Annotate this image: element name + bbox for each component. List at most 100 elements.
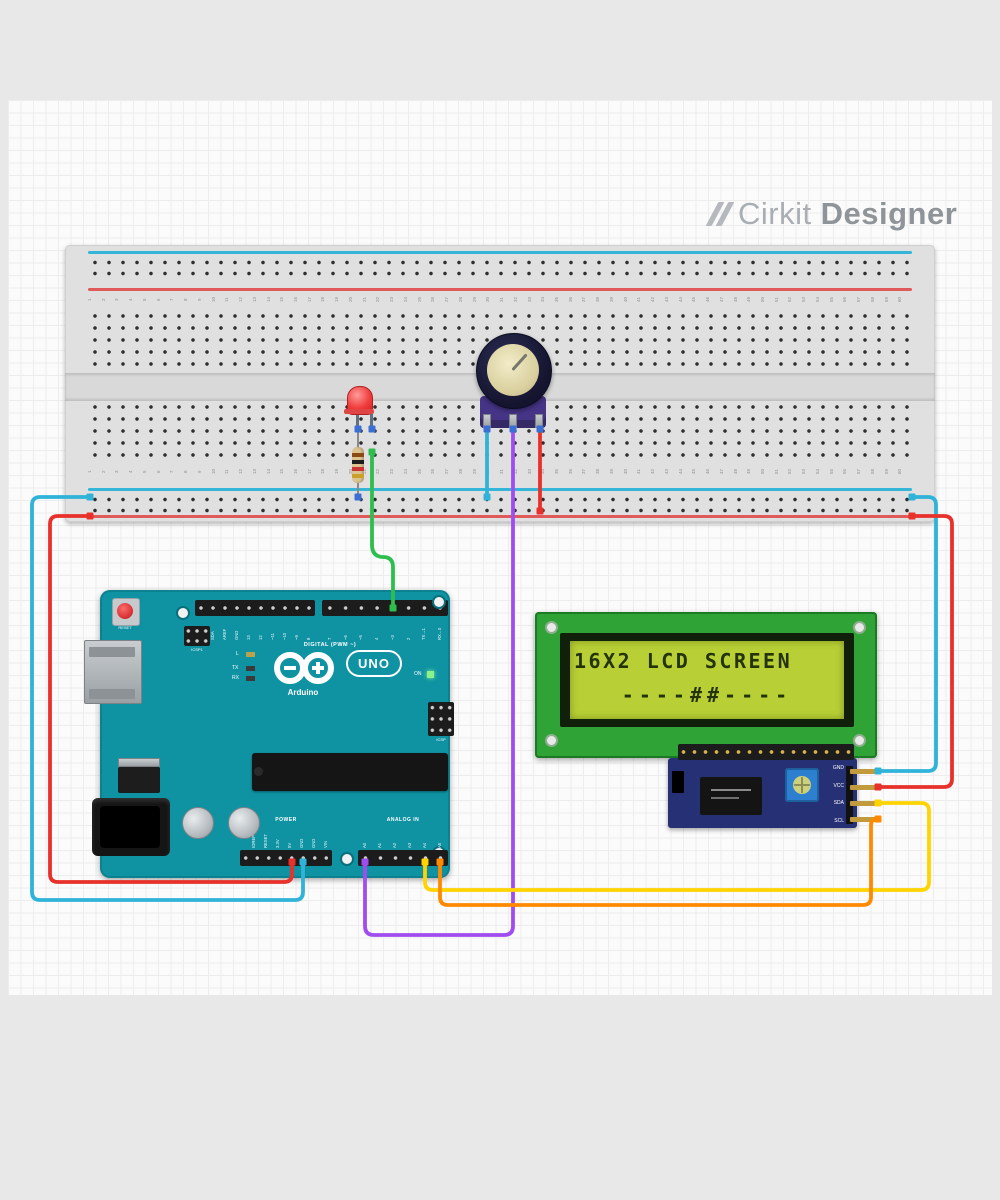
breadboard-column-number: 1: [88, 298, 92, 301]
breadboard-column-number: 12: [238, 297, 244, 303]
voltage-regulator: [118, 767, 160, 793]
breadboard-column-number: 49: [746, 297, 752, 303]
power-jack-barrel: [100, 806, 160, 848]
on-led: [427, 671, 434, 678]
reset-button[interactable]: [117, 603, 133, 619]
arduino-pin-label: ~11: [269, 633, 275, 640]
breadboard-column-number: 46: [705, 297, 711, 303]
arduino-pin-label: RX←0: [437, 627, 443, 640]
breadboard-column-number: 42: [650, 469, 656, 475]
icsp1-header[interactable]: [184, 626, 210, 646]
arduino-pin-label: A1: [377, 842, 383, 848]
breadboard-column-number: 42: [650, 297, 656, 303]
i2c-contrast-trimpot[interactable]: [785, 768, 819, 802]
i2c-pin-gnd[interactable]: [850, 769, 878, 774]
breadboard-rail-line-red: [88, 515, 912, 518]
screw-hole: [545, 621, 558, 634]
uno-badge: UNO: [346, 650, 402, 677]
breadboard-column-number: 15: [279, 297, 285, 303]
trimpot-screw-slot: [801, 777, 803, 793]
tx-led: [246, 666, 255, 671]
icsp1-label: ICSP1: [191, 647, 203, 652]
breadboard-column-number: 53: [801, 297, 807, 303]
i2c-chip-marking: [711, 789, 751, 791]
arduino-brand-text: Arduino: [287, 688, 319, 697]
breadboard-column-number: 47: [718, 469, 724, 475]
breadboard-column-number: 8: [183, 470, 189, 473]
arduino-pin-label: 4: [374, 637, 380, 640]
breadboard-column-number: 31: [499, 469, 505, 475]
resistor-band: [352, 460, 364, 464]
breadboard-column-number: 53: [801, 469, 807, 475]
arduino-pin-label: GND: [298, 838, 304, 848]
breadboard-column-number: 31: [499, 297, 505, 303]
i2c-jumper: [672, 771, 684, 793]
icsp-label: ICSP: [436, 737, 446, 742]
breadboard-rail-line-blue: [88, 251, 912, 254]
breadboard-column-number: 27: [444, 469, 450, 475]
digital-header-left[interactable]: [195, 600, 315, 616]
breadboard-column-number: 34: [540, 297, 546, 303]
i2c-pin-label: GND: [832, 765, 844, 771]
lcd-line2: ----##----: [621, 683, 793, 707]
breadboard-column-number: 54: [814, 469, 820, 475]
i2c-pin-scl[interactable]: [850, 817, 878, 822]
breadboard-column-number: 4: [128, 470, 134, 473]
breadboard-column-number: 38: [595, 297, 601, 303]
breadboard-rail-holes: [88, 494, 912, 516]
breadboard-column-number: 35: [553, 469, 559, 475]
l-led: [246, 652, 255, 657]
arduino-pin-label: IOREF: [250, 835, 256, 848]
breadboard-column-number: 16: [293, 469, 299, 475]
screw-hole: [853, 734, 866, 747]
breadboard-column-number: 28: [457, 469, 463, 475]
breadboard-column-number: 19: [334, 469, 340, 475]
led-l-label: L: [236, 651, 239, 657]
breadboard-column-number: 30: [485, 469, 491, 475]
breadboard-column-number: 27: [444, 297, 450, 303]
reset-label: RESET: [118, 625, 132, 630]
breadboard-column-number: 38: [595, 469, 601, 475]
i2c-pin-sda[interactable]: [850, 801, 878, 806]
power-header[interactable]: [240, 850, 332, 866]
i2c-pin-vcc[interactable]: [850, 785, 878, 790]
screw-hole: [853, 621, 866, 634]
led-lead: [370, 414, 373, 429]
breadboard-column-number: 43: [663, 297, 669, 303]
i2c-chip-marking: [711, 797, 739, 799]
arduino-pin-label: A5: [437, 842, 443, 848]
screw-hole: [545, 734, 558, 747]
analog-header[interactable]: [358, 850, 448, 866]
icsp-header[interactable]: [428, 702, 454, 736]
arduino-uno-board[interactable]: RESET SCLSDAAREFGND1312~11~10~98 7~6~54~…: [84, 590, 454, 878]
power-jack: [92, 798, 170, 856]
digital-header-right[interactable]: [322, 600, 448, 616]
arduino-pin-label: GND: [310, 838, 316, 848]
led-lead: [356, 414, 359, 429]
breadboard-column-number: 23: [389, 469, 395, 475]
breadboard-column-number: 47: [718, 297, 724, 303]
arduino-pin-label: ~10: [281, 632, 287, 640]
breadboard-rail-line-red: [88, 288, 912, 291]
i2c-pin-label: VCC: [833, 782, 844, 789]
arduino-pin-label: ~3: [389, 635, 395, 640]
breadboard-column-number: 9: [196, 470, 202, 473]
resistor[interactable]: [352, 447, 364, 483]
breadboard-column-number: 58: [869, 297, 875, 303]
led-rx-label: RX: [232, 675, 239, 681]
capacitor: [182, 807, 214, 839]
arduino-pin-label: TX→1: [421, 628, 427, 640]
brand-name: Cirkit: [738, 196, 812, 231]
breadboard-column-number: 50: [759, 297, 765, 303]
breadboard-column-number: 60: [897, 469, 903, 475]
chip-notch: [254, 767, 263, 776]
i2c-pin-housing: [846, 766, 853, 824]
breadboard-column-number: 45: [691, 469, 697, 475]
i2c-lcd-header-pins[interactable]: [678, 744, 854, 760]
rx-led: [246, 676, 255, 681]
lcd-16x2-module[interactable]: 16X2 LCD SCREEN ----##----: [535, 612, 877, 758]
